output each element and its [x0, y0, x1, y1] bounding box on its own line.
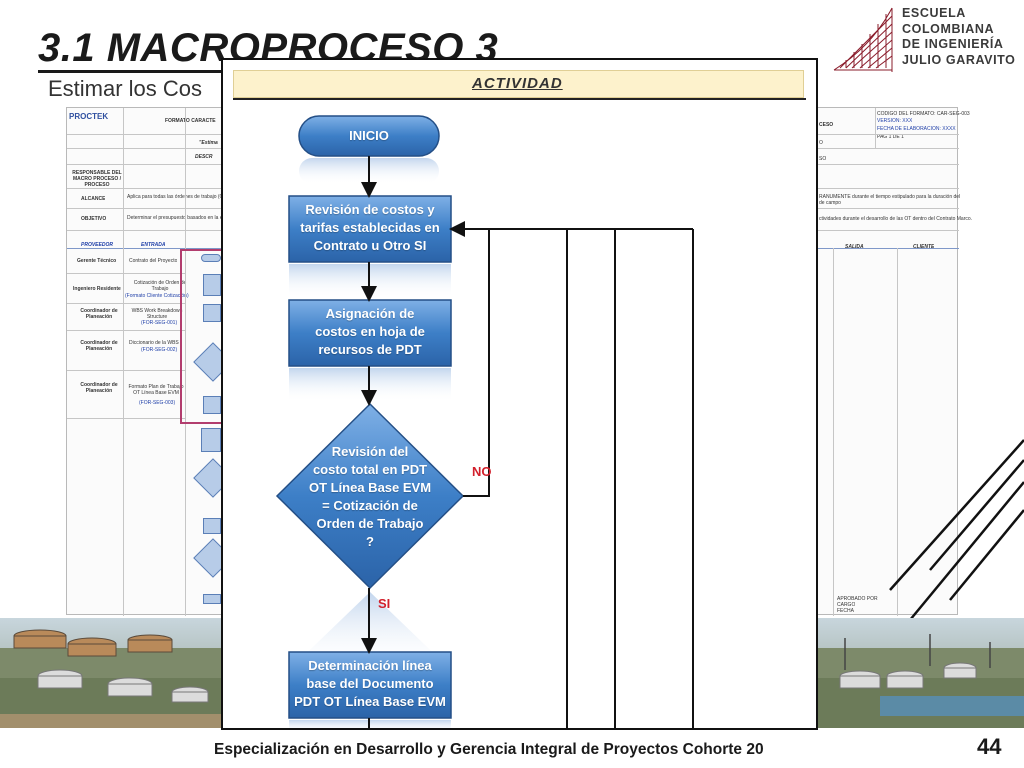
table-row-code: (FOR-SEG-001): [141, 320, 178, 326]
doc-date: FECHA DE ELABORACIÓN: XXXX: [877, 126, 956, 132]
doc-page: PAG 1 DE 1: [877, 134, 904, 140]
doc-right-text: RANUMENTE durante el tiempo estipulado p…: [819, 194, 961, 200]
proctek-logo: PROCTEK: [69, 112, 109, 121]
approval-role: CARGO: [837, 602, 856, 608]
table-row-role: Coordinador de Planeación: [80, 382, 118, 394]
table-row-code: (FOR-SEG-003): [139, 400, 176, 406]
doc-process-shape: [203, 518, 221, 534]
university-name: ESCUELA COLOMBIANA DE INGENIERÍA JULIO G…: [902, 6, 1016, 68]
doc-version: VERSIÓN: XXX: [877, 118, 913, 124]
doc-rule: [123, 108, 124, 616]
table-row-input: WBS Work Breakdown Structure: [131, 308, 183, 320]
doc-rule: [67, 330, 185, 331]
slide-subtitle: Estimar los Cos: [48, 76, 203, 101]
table-row-role: Gerente Técnico: [77, 258, 117, 264]
doc-process-shape: [203, 594, 221, 604]
approval-date: FECHA: [837, 608, 854, 614]
header-rule: [233, 98, 806, 100]
table-row-role: Coordinador de Planeación: [80, 340, 118, 352]
activity-header: ACTIVIDAD: [233, 70, 804, 98]
table-row-input: Formato Plan de Trabajo OT Línea Base EV…: [128, 384, 184, 396]
doc-right-text: de campo: [819, 200, 841, 206]
col-entrada: ENTRADA: [141, 242, 166, 248]
logo-line-2: COLOMBIANA: [902, 21, 995, 36]
university-logo-icon: [833, 7, 893, 72]
table-row-role: Coordinador de Planeación: [80, 308, 118, 320]
doc-process-shape: [203, 304, 221, 322]
doc-rule: [67, 370, 185, 371]
alcance-text: Aplica para todas las órdenes de trabajo…: [127, 194, 234, 200]
table-row-role: Ingeniero Residente: [73, 286, 121, 292]
table-row-input: Contrato del Proyecto: [129, 258, 178, 264]
doc-right-text: ctividades durante el desarrollo de las …: [819, 216, 973, 222]
decision-no-label: NO: [472, 464, 492, 479]
decision-label: Revisión del costo total en PDT OT Línea…: [308, 444, 432, 549]
doc-rule: [833, 248, 834, 616]
responsable-label: RESPONSABLE DEL MACRO PROCESO / PROCESO: [72, 170, 122, 188]
connector-no-loop: [449, 221, 490, 497]
doc-rule: [67, 418, 185, 419]
slide-footer: Especialización en Desarrollo y Gerencia…: [214, 741, 764, 758]
objetivo-text: Determinar el presupuesto basados en la …: [127, 215, 232, 221]
doc-right-text: O: [819, 140, 823, 146]
format-quoted: "Estima: [199, 140, 218, 146]
objetivo-label: OBJETIVO: [81, 216, 107, 222]
doc-right-text: CESO: [819, 122, 834, 128]
step1-label: Revisión de costos y tarifas establecida…: [300, 202, 440, 253]
doc-start-shape: [201, 254, 221, 262]
flowchart-panel: ACTIVIDAD: [221, 58, 818, 730]
decorative-diagonal-lines: [889, 439, 1024, 621]
logo-line-1: ESCUELA: [902, 6, 966, 20]
doc-rule: [67, 303, 185, 304]
col-proveedor: PROVEEDOR: [81, 242, 113, 248]
activity-header-label: ACTIVIDAD: [472, 75, 563, 92]
table-row-code: (Formato Cliente Cotización): [125, 293, 189, 299]
doc-rule: [875, 108, 876, 148]
format-title: FORMATO CARACTE: [165, 118, 216, 124]
step3-node: [288, 651, 452, 719]
start-node-label: INICIO: [349, 128, 389, 143]
logo-line-4: JULIO GARAVITO: [902, 52, 1016, 67]
step3-label: Determinación línea base del Documento P…: [294, 658, 446, 709]
page-number: 44: [977, 734, 1002, 759]
decision-si-label: SI: [378, 596, 391, 611]
table-row-input: Diccionario de la WBS: [129, 340, 179, 346]
approval-by: APROBADO POR: [837, 596, 878, 602]
doc-code: CÓDIGO DEL FORMATO: CAR-SEG-003: [877, 111, 970, 117]
table-row-code: (FOR-SEG-002): [141, 347, 178, 353]
col-salida: SALIDA: [845, 244, 864, 250]
step2-label: Asignación de costos en hoja de recursos…: [315, 306, 425, 357]
doc-right-text: SO: [819, 156, 827, 162]
doc-rule: [67, 273, 185, 274]
doc-process-shape: [201, 428, 221, 452]
flowchart-diagram: [275, 115, 694, 728]
university-logo: ESCUELA COLOMBIANA DE INGENIERÍA JULIO G…: [832, 2, 1024, 76]
format-descr: DESCR: [195, 154, 213, 160]
doc-rule: [185, 108, 186, 616]
highlight-frame: [180, 249, 226, 424]
doc-rule: [897, 248, 898, 616]
col-cliente: CLIENTE: [913, 244, 935, 250]
doc-process-shape: [203, 396, 221, 414]
doc-process-shape: [203, 274, 221, 296]
table-row-input: Cotización de Orden de Trabajo: [133, 280, 187, 292]
logo-line-3: DE INGENIERÍA: [902, 37, 1004, 51]
alcance-label: ALCANCE: [81, 196, 106, 202]
